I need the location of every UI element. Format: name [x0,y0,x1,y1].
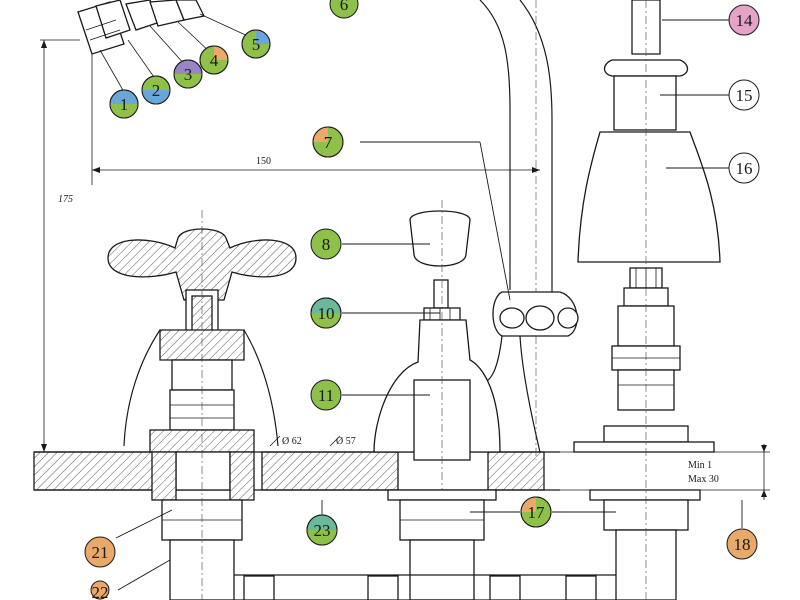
callout-c1: 1 [109,89,139,119]
callout-label: 6 [340,0,349,14]
callout-c22: 22 [90,580,110,600]
callout-label: 15 [736,86,753,105]
aerator-parts [77,0,253,93]
diameter-labels: Ø 62 Ø 57 [269,435,356,447]
callout-label: 7 [324,133,333,152]
width-dimension: 150 [91,38,540,185]
clamp-min-label: Min 1 [688,460,712,471]
callout-c10: 10 [310,297,342,329]
callout-c18: 18 [726,528,758,560]
callout-c23: 23 [306,514,338,546]
diameter-57-label: Ø 57 [336,436,356,447]
callout-c3: 3 [173,59,203,89]
callout-c5: 5 [241,29,271,59]
callout-c11: 11 [310,379,342,411]
callout-label: 17 [528,503,546,522]
central-mixer [373,200,501,600]
callout-c17: 17 [520,496,552,528]
callout-c16: 16 [728,152,760,184]
callout-label: 11 [318,386,334,405]
callout-label: 23 [314,521,331,540]
callout-c8: 8 [310,228,342,260]
height-dimension-label: 175 [58,194,73,205]
spout-base [449,291,579,453]
callout-label: 8 [322,235,331,254]
clamp-max-label: Max 30 [688,474,719,485]
underside-fittings [234,489,616,600]
left-cross-handle-valve [107,210,297,600]
countertop-deck [33,451,560,491]
spout [479,0,553,460]
callout-label: 2 [152,81,161,100]
callout-label: 1 [120,95,129,114]
diameter-62-label: Ø 62 [282,436,302,447]
callout-c14: 14 [728,4,760,36]
callout-c4: 4 [199,45,229,75]
callout-c21: 21 [84,536,116,568]
callout-label: 5 [252,35,261,54]
leader-lines [115,19,743,591]
callout-label: 10 [318,304,335,323]
callout-label: 3 [184,65,193,84]
height-dimension: 175 [38,39,80,453]
callout-label: 22 [92,583,109,600]
callout-c6: 6 [329,0,359,19]
callout-c15: 15 [728,79,760,111]
clamp-range-dimension: Min 1 Max 30 [560,444,770,500]
callout-c7: 7 [312,126,344,158]
right-handle-and-cartridge [573,0,721,600]
callout-label: 14 [736,11,754,30]
callout-c2: 2 [141,75,171,105]
callout-label: 16 [736,159,753,178]
callout-label: 4 [210,51,219,70]
width-dimension-label: 150 [256,156,271,167]
callout-label: 18 [734,535,751,554]
callout-label: 21 [92,543,109,562]
